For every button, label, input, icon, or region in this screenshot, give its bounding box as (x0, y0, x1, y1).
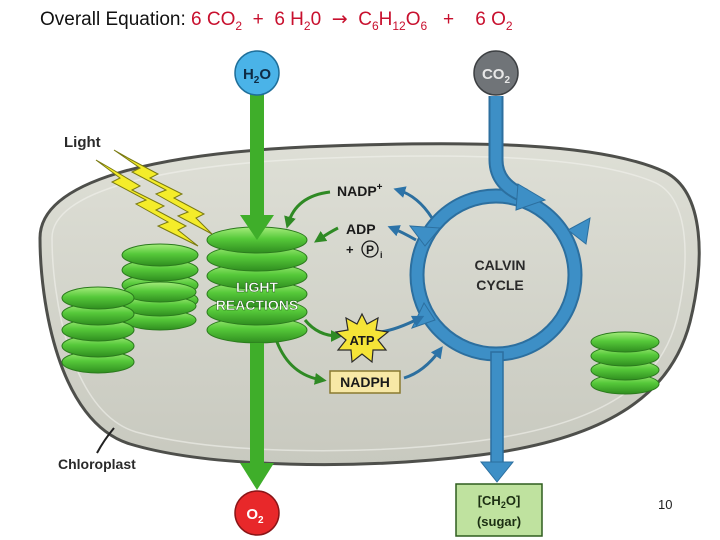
lightning-bolt-icon (95, 149, 213, 247)
svg-text:[CH2O]: [CH2O] (478, 493, 521, 510)
svg-text:+: + (346, 242, 354, 257)
h2o-o: O (259, 66, 271, 83)
equation-co2: 6 CO2 (191, 9, 243, 33)
equation-h2o: 6 H20 (274, 9, 322, 33)
nadp-return-arrow (284, 190, 331, 229)
co2-input-arrow (488, 96, 547, 211)
nadph-to-calvin-arrow (403, 346, 443, 380)
light-reactions-label-line2: REACTIONS (216, 297, 298, 313)
adp-label: ADP (346, 221, 376, 237)
light-reactions-label-line1: LIGHT (236, 279, 278, 295)
sugar-formula: [CH (478, 493, 501, 508)
co2-circle: CO2 (473, 50, 519, 96)
chloroplast-shape (38, 142, 701, 467)
equation-plus-1: + (252, 9, 264, 30)
svg-text:H2O: H2O (243, 66, 271, 86)
sugar-sub: 2 (501, 500, 506, 510)
granum-stack-right (590, 331, 660, 395)
nadph-label: NADPH (340, 374, 390, 390)
atp-label: ATP (349, 333, 374, 348)
equation-label: Overall Equation: (40, 9, 186, 30)
h2o-sub: 2 (254, 75, 260, 86)
adp-return-arrow (314, 226, 339, 243)
svg-text:i: i (380, 250, 383, 260)
equation-o2: 6 O2 (475, 9, 513, 33)
sugar-tail: O] (506, 493, 520, 508)
equation-arrow-icon: → (331, 8, 348, 30)
o2-circle: O2 (234, 490, 280, 536)
page-number: 10 (658, 497, 673, 512)
o2-sub: 2 (258, 515, 264, 526)
sugar-output-arrow (479, 351, 515, 483)
water-flow-arrow (240, 92, 274, 240)
svg-text:CO2: CO2 (482, 66, 511, 86)
oxygen-flow-arrow (240, 343, 274, 490)
nadp-label: NADP+ (337, 182, 383, 199)
adp-from-calvin-arrow (387, 225, 417, 242)
atp-produce-arrow (303, 319, 343, 342)
equation-glucose: C6H12O6 (358, 9, 428, 33)
granum-stack-left-front (61, 286, 135, 374)
light-reactions-stack (206, 226, 308, 344)
o2-o: O (246, 506, 258, 523)
sugar-box: [CH2O] (sugar) (455, 483, 543, 537)
co2-sub: 2 (504, 75, 510, 86)
atp-star: ATP (334, 312, 390, 364)
chloroplast-label: Chloroplast (58, 456, 136, 472)
granum-stack-left-mid (123, 281, 197, 331)
h2o-h: H (243, 66, 254, 83)
equation-plus-2: + (443, 9, 455, 30)
sugar-name: (sugar) (477, 514, 521, 529)
svg-text:P: P (366, 243, 374, 257)
phosphate-label: + P i (346, 240, 383, 260)
h2o-circle: H2O (234, 50, 280, 96)
svg-text:O2: O2 (246, 506, 264, 526)
nadp-from-calvin-arrow (393, 186, 434, 219)
calvin-cycle-label-line2: CYCLE (476, 277, 523, 293)
nadph-box: NADPH (329, 370, 401, 394)
nadph-produce-arrow (275, 341, 327, 385)
calvin-cycle-label-line1: CALVIN (474, 257, 525, 273)
overall-equation: Overall Equation: 6 CO2 + 6 H20 → C6H12O… (40, 8, 513, 33)
light-label: Light (64, 134, 101, 151)
chloroplast-pointer-line (96, 427, 115, 454)
co2-co: CO (482, 66, 505, 83)
